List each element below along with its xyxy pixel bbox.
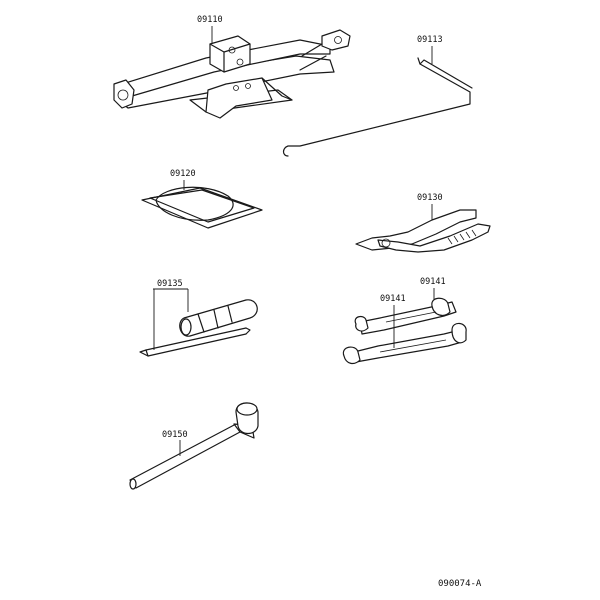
- part-number-09113: 09113: [417, 35, 443, 45]
- part-number-09110: 09110: [197, 15, 223, 25]
- pliers[interactable]: [355, 209, 491, 253]
- screwdriver-handle[interactable]: [179, 299, 258, 337]
- part-number-09141-top: 09141: [420, 277, 446, 287]
- screwdriver-bit[interactable]: [139, 327, 251, 357]
- part-number-09141-bottom: 09141: [380, 294, 406, 304]
- tool-bag[interactable]: [141, 186, 263, 229]
- open-end-wrench-top[interactable]: [354, 297, 457, 335]
- lug-wrench[interactable]: [129, 402, 259, 490]
- scissor-jack[interactable]: [113, 29, 351, 119]
- diagram-code: 090074-A: [438, 579, 482, 589]
- part-number-09120: 09120: [170, 169, 196, 179]
- jack-handle[interactable]: [282, 57, 473, 157]
- part-number-09130: 09130: [417, 193, 443, 203]
- leader-09135: [153, 288, 189, 350]
- open-end-wrench-bottom[interactable]: [342, 322, 467, 365]
- part-number-09135: 09135: [157, 279, 183, 289]
- part-number-09150: 09150: [162, 430, 188, 440]
